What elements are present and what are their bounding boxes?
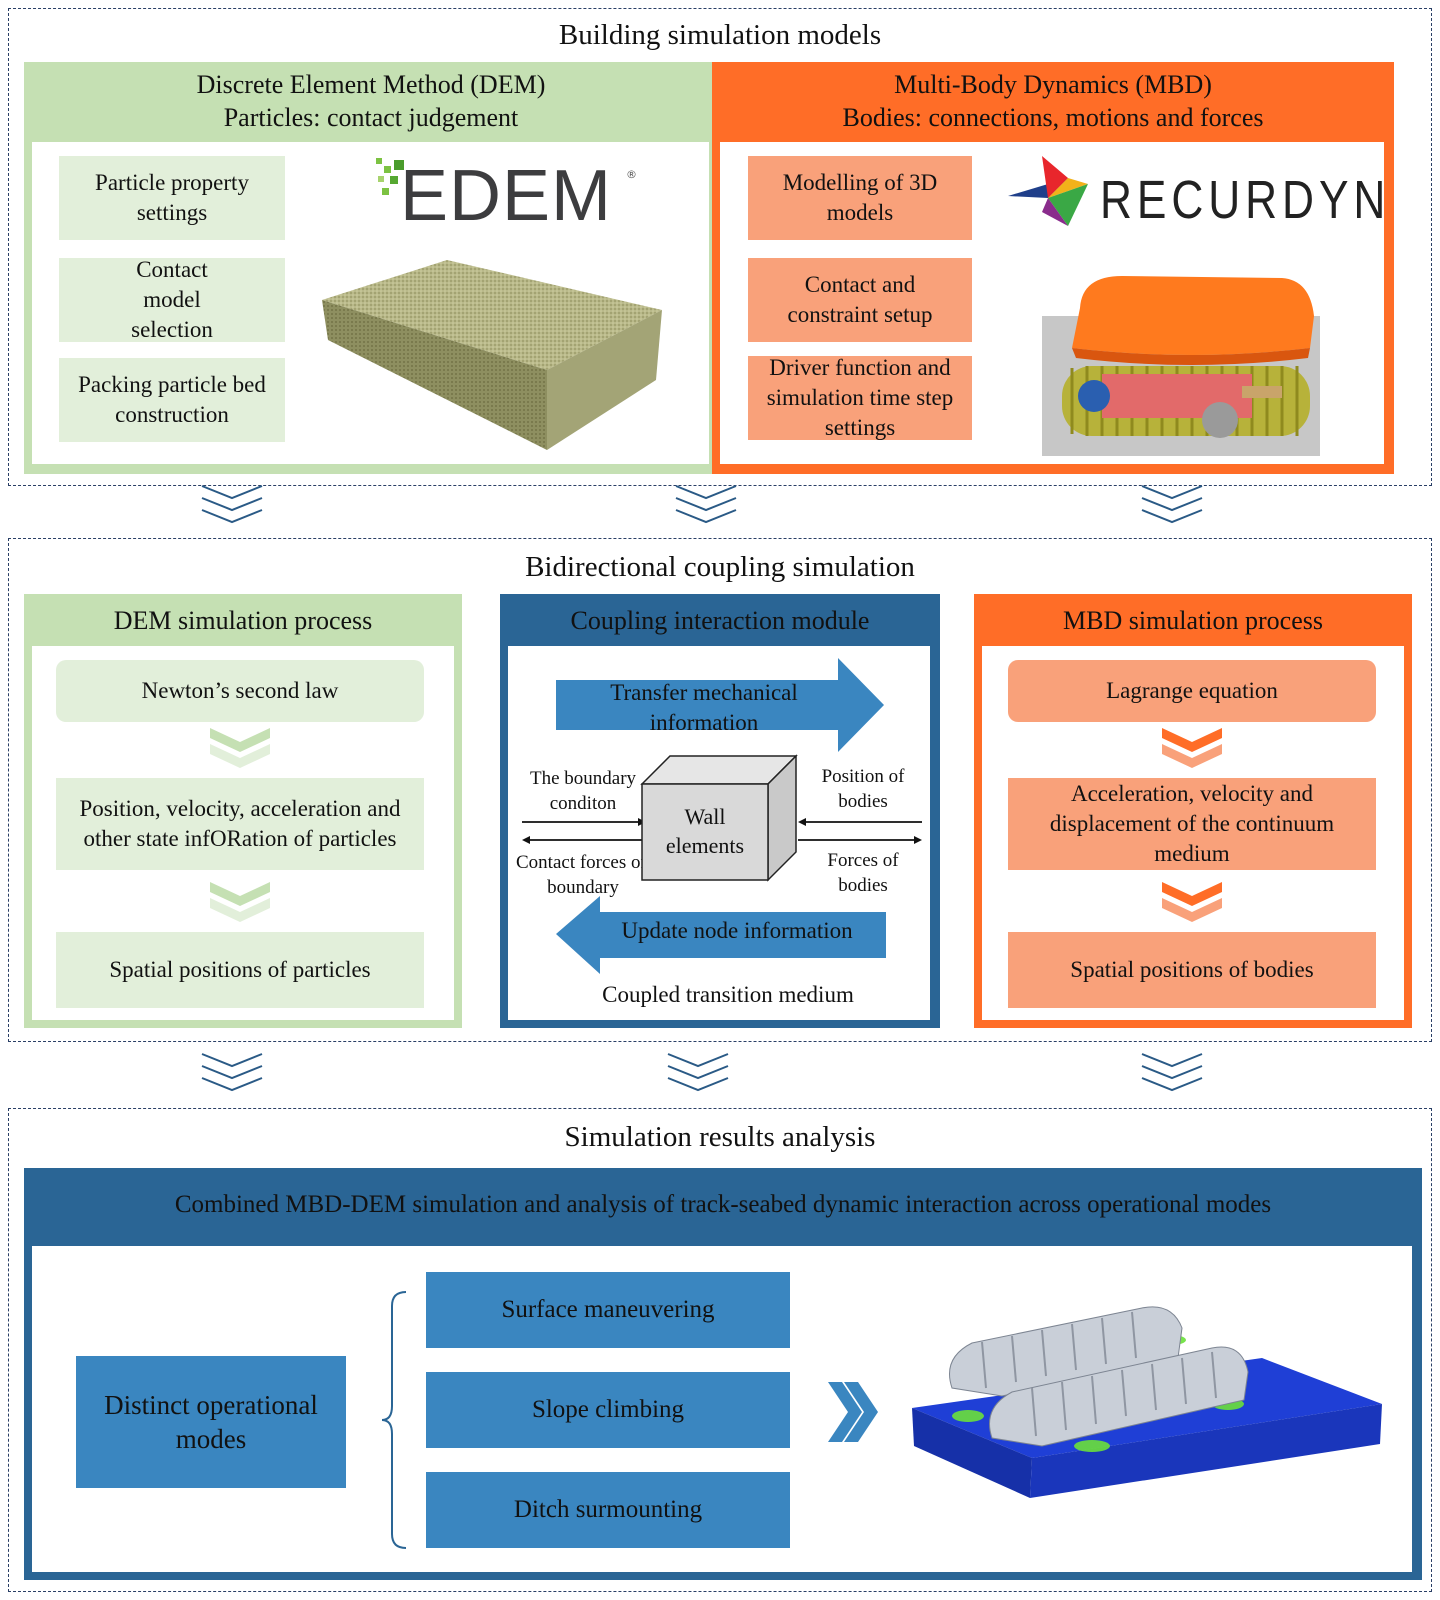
recurdyn-logo-text: RECURDYN: [1100, 170, 1391, 230]
dem-model-panel: Discrete Element Method (DEM) Particles:…: [24, 62, 718, 474]
mode-ditch-surmounting: Ditch surmounting: [426, 1472, 790, 1548]
dem-step-packing-bed: Packing particle bed construction: [59, 358, 285, 442]
transfer-label: Transfer mechanical information: [610, 680, 798, 735]
left-arrows-icon: [522, 818, 646, 844]
mbd-step-contact-constraint: Contact and constraint setup: [748, 258, 972, 342]
flow-chevron-1-icon: [201, 485, 263, 524]
mbd-step-driver-function: Driver function and simulation time step…: [748, 355, 972, 440]
dem-model-title: Discrete Element Method (DEM) Particles:…: [196, 70, 546, 132]
wall-elements-cube-icon: [640, 754, 798, 882]
dem-model-body: Particle property settings Contact model…: [32, 142, 709, 464]
mbd-process-panel: MBD simulation process Lagrange equation…: [974, 594, 1412, 1028]
dem-process-panel: DEM simulation process Newton’s second l…: [24, 594, 462, 1028]
dem-process-chevron-2-icon: [210, 882, 270, 922]
dem-process-state-info: Position, velocity, acceleration and oth…: [56, 778, 424, 870]
forces-bodies-label: Forces of bodies: [827, 850, 899, 896]
section-bidirectional-coupling: Bidirectional coupling simulation: [8, 538, 1432, 1042]
wall-elements-label: Wall elements: [665, 804, 745, 858]
flow-chevron-2-icon: [675, 485, 737, 524]
flow-chevron-3-icon: [1141, 485, 1203, 524]
results-panel: Combined MBD-DEM simulation and analysis…: [24, 1168, 1422, 1580]
update-node-label: Update node information: [621, 918, 853, 943]
section-results-analysis: Simulation results analysis: [8, 1108, 1432, 1592]
mbd-process-body: Lagrange equation Acceleration, velocity…: [982, 646, 1404, 1020]
dem-process-spatial-positions: Spatial positions of particles: [56, 932, 424, 1008]
section-title: Simulation results analysis: [564, 1121, 876, 1153]
right-arrows-icon: [798, 818, 922, 844]
modes-brace-icon: [381, 1291, 407, 1549]
section-title: Building simulation models: [558, 19, 882, 51]
flow-chevron-6-icon: [1141, 1053, 1203, 1092]
mbd-process-chevron-2-icon: [1162, 882, 1222, 922]
mbd-model-title: Multi-Body Dynamics (MBD) Bodies: connec…: [842, 70, 1264, 132]
recurdyn-logo-mark-icon: [1008, 156, 1088, 226]
registered-icon: ®: [626, 168, 637, 181]
boundary-condition-label: The boundary conditon: [529, 768, 637, 814]
result-arrow-icon: [828, 1382, 878, 1442]
mode-slope-climbing: Slope climbing: [426, 1372, 790, 1448]
section-title: Bidirectional coupling simulation: [525, 551, 915, 583]
dem-process-title: DEM simulation process: [113, 606, 373, 635]
dem-process-body: Newton’s second law Position, velocity, …: [32, 646, 454, 1020]
flow-chevron-5-icon: [667, 1053, 729, 1092]
edem-logo: EDEM ®: [376, 154, 637, 236]
dem-process-newton: Newton’s second law: [56, 660, 424, 722]
flow-chevron-4-icon: [201, 1053, 263, 1092]
contact-forces-label: Contact forces on boundary: [516, 852, 651, 898]
edem-logo-mark-icon: [376, 158, 404, 195]
position-bodies-label: Position of bodies: [821, 766, 905, 812]
tracked-vehicle-image: [1042, 276, 1320, 456]
coupling-module-panel: Coupling interaction module Transfer mec…: [500, 594, 940, 1028]
section-building-models: Building simulation models: [8, 8, 1432, 486]
particle-bed-image: [322, 260, 662, 450]
simulation-result-image: [912, 1306, 1382, 1498]
operational-modes-label: Distinct operational modes: [76, 1356, 346, 1488]
results-body: Distinct operational modes Surface maneu…: [32, 1246, 1412, 1572]
mode-surface-maneuvering: Surface maneuvering: [426, 1272, 790, 1348]
dem-step-contact-model: Contact model selection: [59, 257, 285, 342]
dem-process-chevron-1-icon: [210, 728, 270, 768]
update-arrow-icon: [556, 896, 886, 974]
mbd-process-title: MBD simulation process: [1063, 606, 1323, 635]
mbd-process-acceleration: Acceleration, velocity and displacement …: [1008, 778, 1376, 870]
mbd-process-chevron-1-icon: [1162, 728, 1222, 768]
mbd-process-lagrange: Lagrange equation: [1008, 660, 1376, 722]
transfer-arrow-icon: [556, 658, 884, 752]
coupled-medium-label: Coupled transition medium: [602, 982, 854, 1007]
mbd-process-spatial-positions: Spatial positions of bodies: [1008, 932, 1376, 1008]
mbd-step-3d-models: Modelling of 3D models: [748, 156, 972, 240]
coupling-module-title: Coupling interaction module: [570, 606, 870, 635]
coupling-module-body: Transfer mechanical information The boun…: [508, 646, 930, 1020]
mbd-model-panel: Multi-Body Dynamics (MBD) Bodies: connec…: [712, 62, 1394, 474]
edem-logo-text: EDEM: [400, 156, 613, 236]
results-header: Combined MBD-DEM simulation and analysis…: [174, 1191, 1272, 1218]
dem-step-particle-property: Particle property settings: [59, 156, 285, 240]
mbd-model-body: Modelling of 3D models Contact and const…: [720, 142, 1385, 464]
